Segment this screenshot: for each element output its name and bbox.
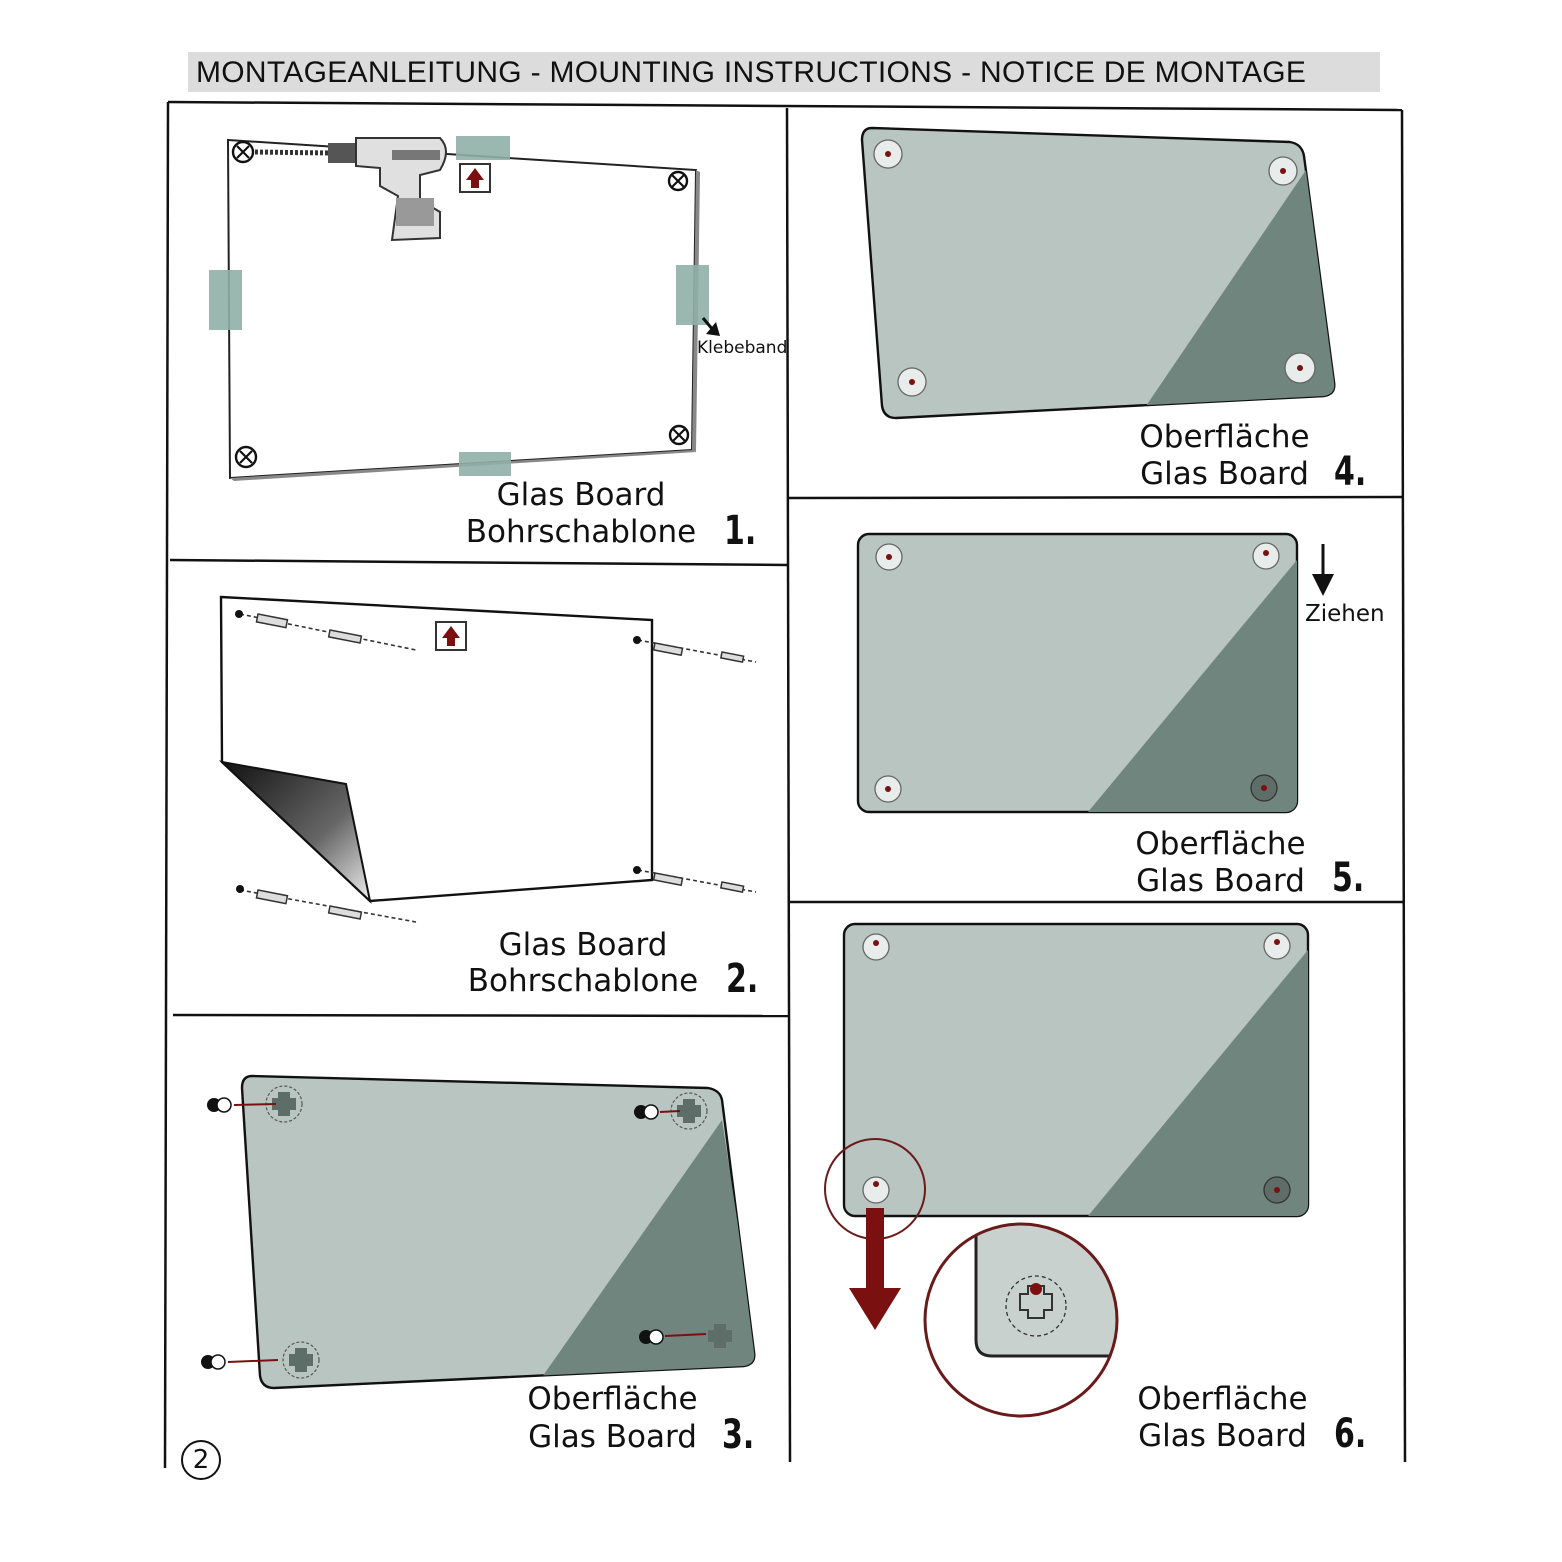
step-2-number: 2. xyxy=(726,956,759,1002)
page-number-badge: 2 xyxy=(181,1440,221,1480)
step-1-number: 1. xyxy=(724,508,757,554)
step-2-caption-line1: Glas Board xyxy=(498,927,668,963)
down-arrow-icon xyxy=(849,1208,901,1330)
tape-label: Klebeband xyxy=(697,338,788,358)
step-3-caption-line1: Oberfläche xyxy=(527,1381,698,1417)
pointer-arrow-icon xyxy=(706,322,720,336)
wall-plug-icons xyxy=(235,610,641,893)
tape-right xyxy=(676,265,709,325)
screw-icons xyxy=(255,613,745,920)
step-1-caption-line1: Glas Board xyxy=(496,477,666,513)
step-4-caption-line1: Oberfläche xyxy=(1139,419,1310,455)
step-2-caption-line2: Bohrschablone xyxy=(467,963,699,999)
zoom-detail-icon xyxy=(923,1222,1119,1418)
step-1-caption-line2: Bohrschablone xyxy=(465,514,697,550)
title-background xyxy=(188,52,1380,92)
pull-label: Ziehen xyxy=(1305,601,1385,627)
insert-arrows xyxy=(227,1103,707,1363)
step-3-caption-line2: Glas Board xyxy=(528,1419,697,1455)
step-4-caption-line2: Glas Board xyxy=(1140,456,1309,492)
step-3-number: 3. xyxy=(722,1412,755,1458)
pull-down-arrow-icon xyxy=(1312,544,1334,596)
tape-bottom xyxy=(459,452,511,476)
step-5-caption-line1: Oberfläche xyxy=(1135,826,1306,862)
page-title: MONTAGEANLEITUNG - MOUNTING INSTRUCTIONS… xyxy=(196,56,1307,89)
drill-icon xyxy=(254,137,447,242)
tape-left xyxy=(209,270,242,330)
step-6-caption-line1: Oberfläche xyxy=(1137,1381,1308,1417)
step-5-number: 5. xyxy=(1332,855,1365,901)
peeling-foil xyxy=(218,760,372,904)
step-4-number: 4. xyxy=(1334,449,1367,495)
mount-clip-icons xyxy=(862,932,1291,1204)
step-6-number: 6. xyxy=(1334,1411,1367,1457)
step-5-caption-line2: Glas Board xyxy=(1136,863,1305,899)
step-6-caption-line2: Glas Board xyxy=(1138,1418,1307,1454)
tape-top xyxy=(456,136,510,160)
